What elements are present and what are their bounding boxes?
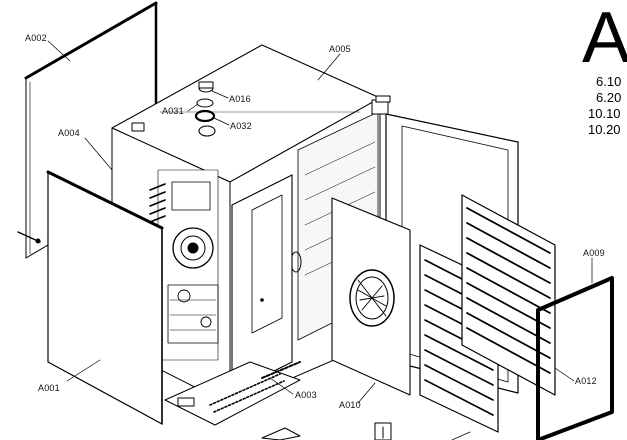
side-panel-a001: [46, 170, 164, 425]
callout-a032: A032: [230, 121, 252, 131]
top-fittings: [194, 81, 216, 137]
small-part-box: [374, 422, 392, 440]
fan-baffle-a010: [331, 197, 411, 396]
callout-a002: A002: [25, 33, 47, 43]
variant-label: 10.10: [588, 106, 621, 121]
callout-a005: A005: [329, 44, 351, 54]
callout-a009: A009: [583, 248, 605, 258]
bottom-tray: [164, 361, 301, 440]
variant-label: 6.10: [596, 74, 622, 89]
variant-label: 6.20: [596, 90, 622, 105]
callout-a031: A031: [162, 106, 184, 116]
callout-a003: A003: [295, 390, 317, 400]
screw-left: [17, 231, 41, 244]
callout-a012: A012: [575, 376, 597, 386]
door-gasket-a009: [536, 276, 614, 440]
callout-a016: A016: [229, 94, 251, 104]
callout-a004: A004: [58, 128, 80, 138]
variant-label: 10.20: [588, 122, 621, 137]
callout-a010: A010: [339, 400, 361, 410]
section-letter: A: [582, 0, 627, 78]
callout-a001: A001: [38, 383, 60, 393]
leader-lines: [47, 40, 593, 440]
